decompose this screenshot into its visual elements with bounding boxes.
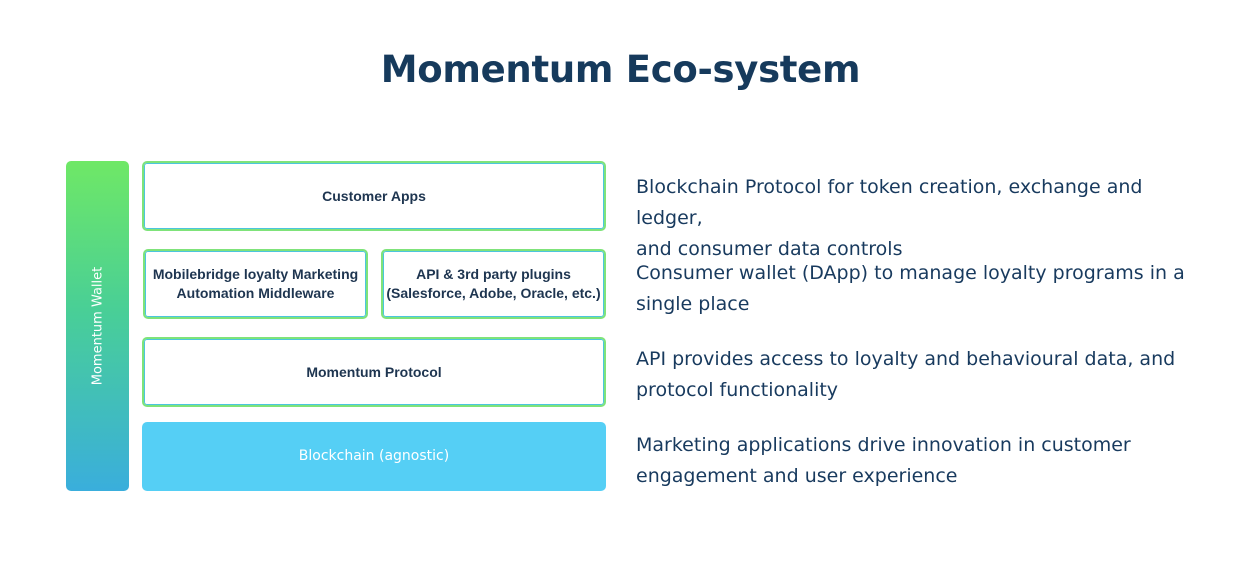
blockchain-label: Blockchain (agnostic) [298, 448, 450, 464]
description-line: API provides access to loyalty and behav… [636, 348, 1176, 370]
plugins-label-line-1: API & 3rd party plugins [416, 266, 571, 282]
description-consumer-wallet: Consumer wallet (DApp) to manage loyalty… [636, 258, 1196, 320]
customer-apps-label: Customer Apps [322, 187, 426, 204]
description-api: API provides access to loyalty and behav… [636, 344, 1196, 406]
plugins-label-line-2: (Salesforce, Adobe, Oracle, etc.) [386, 285, 601, 301]
description-line: and consumer data controls [636, 238, 903, 260]
momentum-protocol-box: Momentum Protocol [142, 337, 606, 407]
description-line: engagement and user experience [636, 465, 958, 487]
description-blockchain-protocol: Blockchain Protocol for token creation, … [636, 172, 1196, 265]
description-line: protocol functionality [636, 379, 839, 401]
blockchain-box: Blockchain (agnostic) [142, 422, 606, 491]
customer-apps-box: Customer Apps [142, 161, 606, 231]
description-line: Consumer wallet (DApp) to manage loyalty… [636, 262, 1185, 284]
protocol-label: Momentum Protocol [306, 363, 442, 380]
description-line: single place [636, 293, 750, 315]
middleware-label-line-2: Automation Middleware [176, 285, 335, 301]
description-line: Blockchain Protocol for token creation, … [636, 176, 1143, 229]
plugins-box: API & 3rd party plugins (Salesforce, Ado… [381, 249, 606, 319]
description-marketing-applications: Marketing applications drive innovation … [636, 430, 1196, 492]
middleware-label-line-1: Mobilebridge loyalty Marketing [152, 266, 359, 282]
page-title: Momentum Eco-system [380, 48, 861, 91]
momentum-wallet-bar: Momentum Wallet [66, 161, 129, 491]
wallet-label: Momentum Wallet [90, 266, 105, 386]
middleware-box: Mobilebridge loyalty Marketing Automatio… [143, 249, 368, 319]
description-line: Marketing applications drive innovation … [636, 434, 1131, 456]
